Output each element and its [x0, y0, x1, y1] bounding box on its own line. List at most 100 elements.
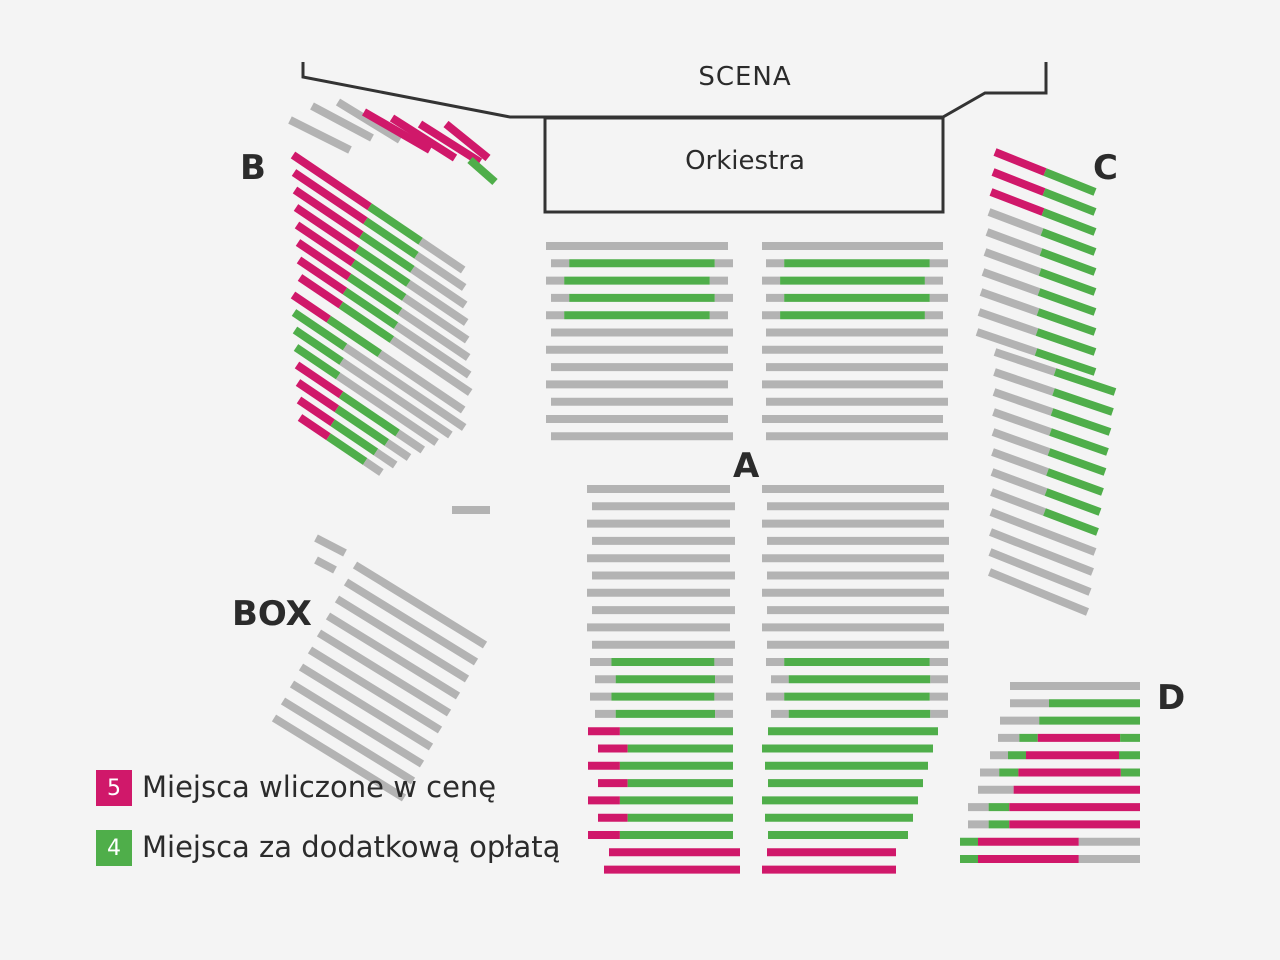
seat-row-c[interactable]: [1034, 348, 1097, 376]
seat-row-b[interactable]: [335, 372, 439, 446]
seat-row-b[interactable]: [290, 291, 331, 323]
seat-row-b[interactable]: [359, 231, 415, 273]
seat-row-c[interactable]: [989, 188, 1045, 216]
seat-row-b[interactable]: [294, 361, 344, 399]
seat-row-b[interactable]: [293, 204, 360, 253]
seat-row-box[interactable]: [280, 697, 416, 785]
seat-row-b[interactable]: [395, 429, 426, 454]
seat-row-c[interactable]: [975, 328, 1038, 356]
seat-row-b[interactable]: [292, 326, 344, 365]
seat-row-b[interactable]: [310, 102, 374, 142]
seat-row-b[interactable]: [295, 379, 340, 413]
seat-row-b[interactable]: [350, 259, 407, 301]
seat-row-c[interactable]: [1044, 488, 1102, 516]
seat-row-b[interactable]: [290, 151, 372, 211]
seat-row-b[interactable]: [417, 120, 483, 166]
seat-row-c[interactable]: [1039, 248, 1097, 276]
seat-row-b[interactable]: [443, 120, 491, 162]
seat-row-c[interactable]: [1041, 208, 1097, 236]
seat-row-c[interactable]: [988, 548, 1092, 596]
seat-row-b[interactable]: [294, 221, 356, 267]
seat-row-c[interactable]: [1037, 288, 1097, 316]
seat-row-c[interactable]: [977, 308, 1039, 336]
seat-row-c[interactable]: [1038, 268, 1097, 296]
seat-row-c[interactable]: [981, 268, 1041, 296]
seat-row-c[interactable]: [993, 348, 1057, 376]
seat-row-b[interactable]: [335, 98, 403, 144]
seat-row-c[interactable]: [993, 148, 1047, 176]
seat-row-b[interactable]: [338, 391, 400, 437]
seat-row-c[interactable]: [985, 228, 1043, 256]
seat-row-b[interactable]: [401, 294, 470, 344]
seat-row-b[interactable]: [293, 344, 341, 380]
seat-row-c[interactable]: [1035, 328, 1097, 356]
seat-row-b[interactable]: [393, 322, 472, 379]
seat-row-b[interactable]: [339, 358, 453, 439]
seat-row-box[interactable]: [307, 646, 443, 734]
seat-row-c[interactable]: [1040, 228, 1097, 256]
seat-row-b[interactable]: [296, 396, 335, 427]
seat-row-b[interactable]: [355, 245, 411, 287]
seat-row-b[interactable]: [338, 301, 395, 343]
seat-row-box[interactable]: [325, 612, 461, 700]
seat-row-c[interactable]: [1053, 368, 1117, 396]
seat-row-b[interactable]: [288, 116, 352, 154]
seat-row-c[interactable]: [992, 408, 1052, 436]
seat-row-b[interactable]: [296, 256, 348, 295]
seat-row-b[interactable]: [362, 458, 384, 476]
seat-row-c[interactable]: [987, 208, 1044, 236]
seat-row-b[interactable]: [291, 169, 368, 225]
seat-row-b[interactable]: [406, 280, 469, 326]
seat-row-b[interactable]: [367, 203, 423, 245]
seat-row-c[interactable]: [992, 388, 1054, 416]
seat-row-b[interactable]: [346, 273, 403, 315]
seat-row-c[interactable]: [987, 568, 1090, 616]
seat-row-c[interactable]: [1046, 468, 1104, 496]
seat-row-b[interactable]: [363, 217, 419, 259]
seat-row-box[interactable]: [352, 561, 488, 649]
seat-row-b[interactable]: [373, 448, 398, 469]
seat-row-b[interactable]: [397, 308, 471, 361]
seat-row-c[interactable]: [1036, 308, 1097, 336]
seat-row-box[interactable]: [298, 663, 434, 751]
seat-row-b[interactable]: [342, 343, 467, 431]
seat-row-box[interactable]: [314, 556, 337, 574]
seat-row-box[interactable]: [289, 680, 425, 768]
seat-row-c[interactable]: [990, 488, 1046, 516]
seat-row-c[interactable]: [1052, 388, 1114, 416]
seat-row-b[interactable]: [342, 287, 399, 329]
seat-row-c[interactable]: [990, 468, 1048, 496]
seat-row-c[interactable]: [1043, 508, 1099, 536]
seat-row-box[interactable]: [316, 629, 452, 717]
seat-row-b[interactable]: [418, 237, 466, 274]
seat-row-b[interactable]: [297, 274, 344, 309]
seat-row-b[interactable]: [292, 186, 364, 239]
seat-row-c[interactable]: [989, 508, 1097, 556]
seat-row-b[interactable]: [377, 350, 466, 414]
seat-row-c[interactable]: [991, 168, 1046, 196]
seat-row-b[interactable]: [334, 405, 390, 446]
seat-row-c[interactable]: [1049, 428, 1109, 456]
seat-row-b[interactable]: [410, 266, 468, 309]
seat-row-b[interactable]: [326, 433, 368, 465]
seat-row-c[interactable]: [993, 368, 1055, 396]
seat-row-c[interactable]: [1043, 168, 1097, 196]
seat-row-b[interactable]: [330, 419, 379, 456]
seat-row-c[interactable]: [1042, 188, 1097, 216]
seat-row-box[interactable]: [314, 534, 347, 557]
seat-row-c[interactable]: [979, 288, 1040, 316]
seat-row-b[interactable]: [389, 114, 458, 162]
seat-row-c[interactable]: [989, 528, 1094, 576]
seat-row-b[interactable]: [467, 156, 498, 186]
seat-row-c[interactable]: [1050, 408, 1112, 436]
seat-row-b[interactable]: [362, 108, 432, 154]
seat-row-box[interactable]: [271, 714, 407, 802]
seat-row-b[interactable]: [389, 336, 473, 396]
seat-row-box[interactable]: [334, 595, 470, 683]
seat-row-c[interactable]: [991, 448, 1049, 476]
seat-row-b[interactable]: [291, 309, 348, 351]
seat-row-b[interactable]: [297, 414, 331, 441]
seat-row-b[interactable]: [384, 439, 412, 461]
seat-row-box[interactable]: [343, 578, 479, 666]
seat-row-c[interactable]: [1047, 448, 1107, 476]
